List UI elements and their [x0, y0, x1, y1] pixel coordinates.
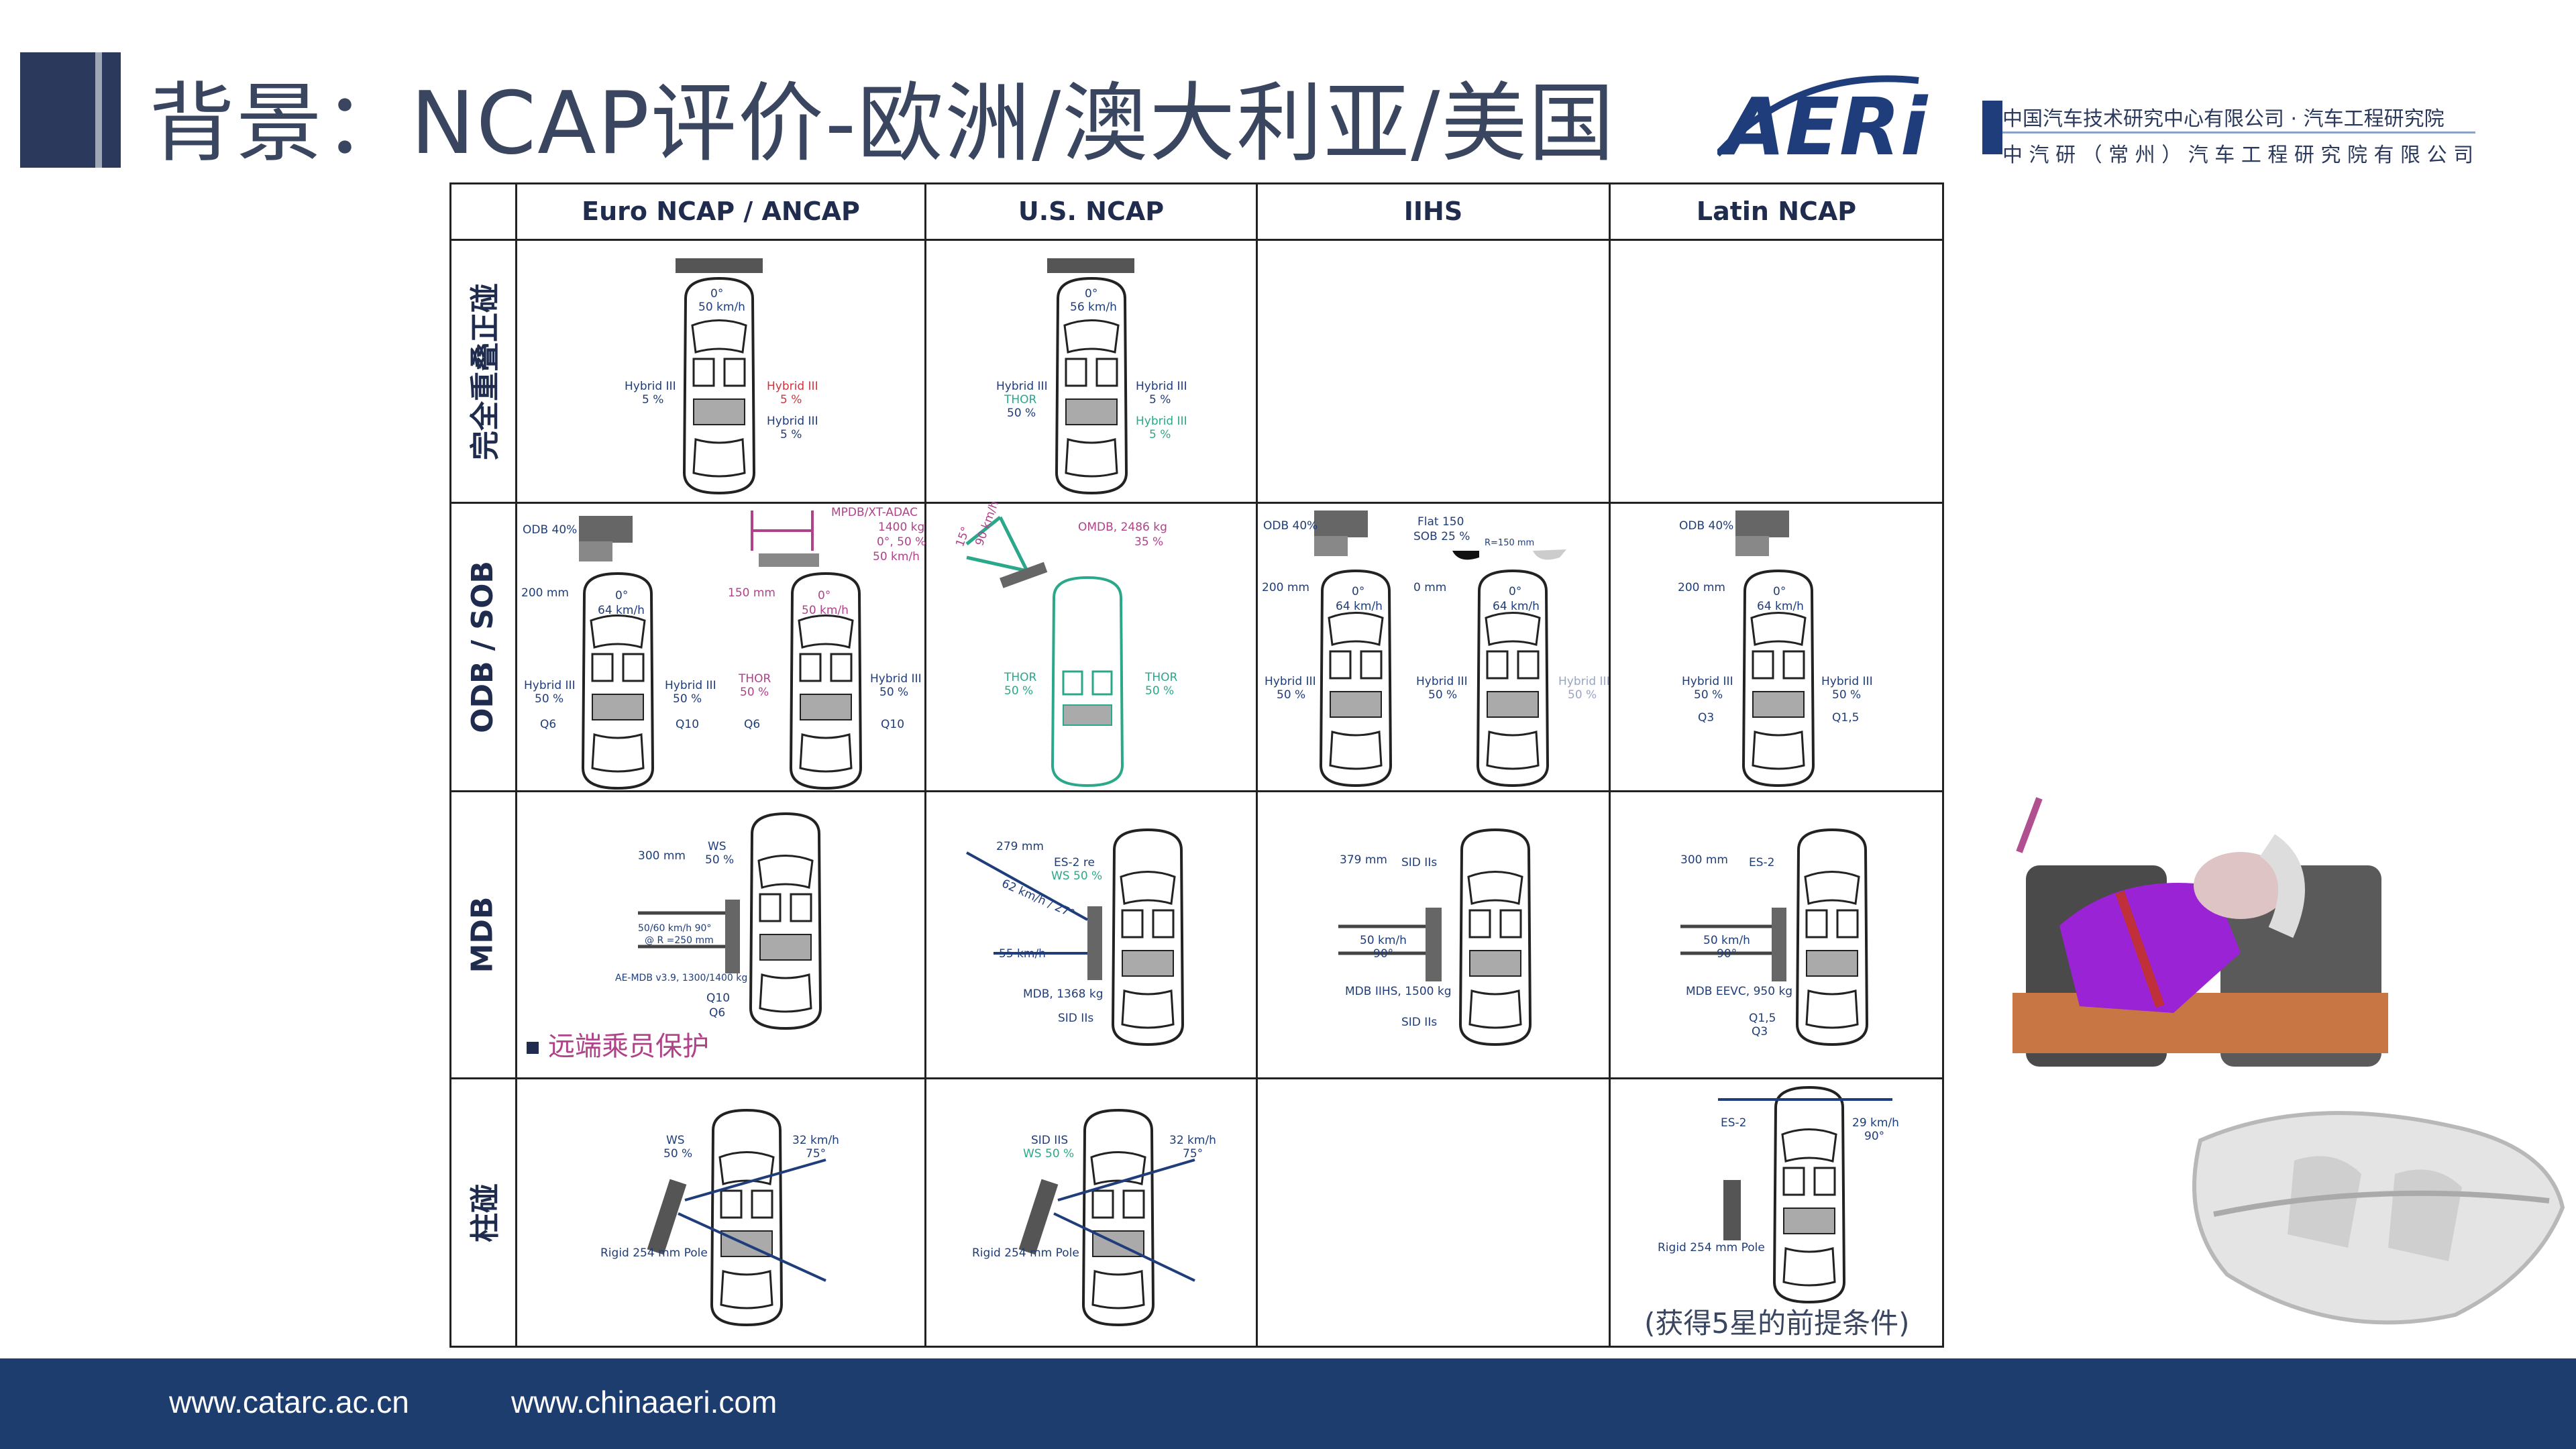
cell-odb-iihs: ODB 40% 200 mm 0° 64 km/h Hybrid III 50 …: [1258, 504, 1610, 790]
footer-url-catarc[interactable]: www.catarc.ac.cn: [169, 1385, 409, 1419]
cell-odb-latin: ODB 40% 200 mm 0° 64 km/h Hybrid III 50 …: [1611, 504, 1942, 790]
logo-divider: [2002, 131, 2475, 133]
page-title: 背景：NCAP评价-欧洲/澳大利亚/美国: [149, 74, 1616, 174]
logo-line-2: 中 汽 研 （ 常 州 ） 汽 车 工 程 研 究 院 有 限 公 司: [2002, 144, 2474, 167]
column-header-euro: Euro NCAP / ANCAP: [582, 197, 860, 226]
logo-line-1: 中国汽车技术研究中心有限公司 · 汽车工程研究院: [2002, 107, 2445, 131]
footer-bar: www.catarc.ac.cn www.chinaaeri.com: [0, 1358, 2576, 1449]
column-header-iihs: IIHS: [1403, 197, 1463, 226]
cell-mdb-us: 279 mm ES-2 re WS 50 % 62 km/h / 27° 55 …: [926, 792, 1256, 1077]
title-accent-bar: [20, 52, 121, 168]
cell-mdb-iihs: 379 mm SID IIs 50 km/h 90° MDB IIHS, 150…: [1258, 792, 1609, 1077]
cell-frontal-euro: 0° 50 km/h Hybrid III 5 % Hybrid III 5 %…: [517, 241, 924, 502]
cell-mdb-latin: 300 mm ES-2 50 km/h 90° MDB EEVC, 950 kg…: [1611, 792, 1942, 1077]
far-side-dummy-image: [2012, 797, 2556, 1087]
row-label-pole: 柱碰: [468, 1183, 502, 1242]
aeri-logo: AERi: [1717, 75, 2002, 168]
latin-condition-note: (获得5星的前提条件): [1644, 1307, 1910, 1340]
cell-frontal-us: 0° 56 km/h Hybrid III THOR 50 % Hybrid I…: [926, 241, 1256, 502]
cell-pole-us: SID IIS WS 50 % 32 km/h 75° Rigid 254 mm…: [926, 1079, 1256, 1346]
column-header-us: U.S. NCAP: [1018, 197, 1165, 226]
far-side-note: 远端乘员保护: [527, 1024, 709, 1063]
car-interior-image: [2192, 1111, 2565, 1325]
cell-odb-us: 90 km/h 15° OMDB, 2486 kg 35 % THOR 50 %…: [926, 499, 1256, 790]
svg-text:AERi: AERi: [1719, 80, 1929, 168]
row-label-mdb: MDB: [465, 896, 500, 973]
column-header-latin: Latin NCAP: [1696, 197, 1857, 226]
cell-odb-euro: ODB 40% 200 mm 0° 64 km/h Hybrid III 50 …: [517, 504, 926, 790]
row-label-odb-sob: ODB / SOB: [465, 561, 500, 733]
row-label-full-frontal: 完全重叠正碰: [468, 282, 502, 460]
cell-pole-euro: WS 50 % 32 km/h 75° Rigid 254 mm Pole: [517, 1079, 924, 1346]
cell-pole-latin: ES-2 29 km/h 90° Rigid 254 mm Pole (获得5星…: [1611, 1079, 1942, 1346]
cell-mdb-euro: 300 mm WS 50 % 50/60 km/h 90° @ R =250 m…: [517, 792, 924, 1077]
footer-url-chinaaeri[interactable]: www.chinaaeri.com: [511, 1385, 777, 1419]
